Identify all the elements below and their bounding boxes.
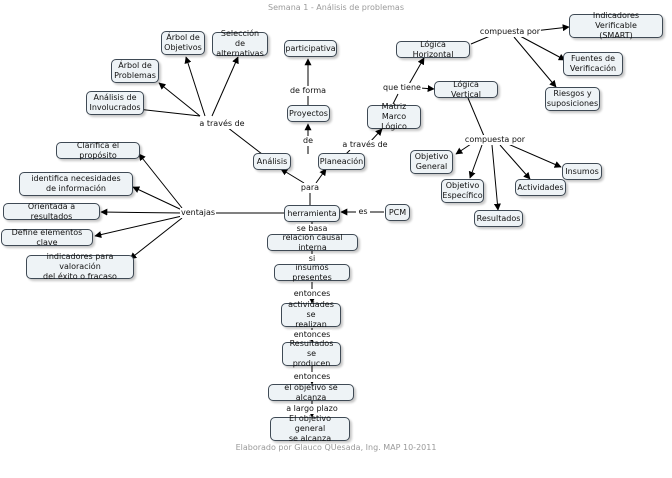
node-fuentes-verificacion[interactable]: Fuentes de Verificación (563, 52, 623, 76)
link-label-si: si (307, 254, 317, 264)
node-analisis-involucrados[interactable]: Análisis de Involucrados (86, 91, 144, 115)
link-label-se-basa: se basa (295, 224, 329, 234)
link-label-de: de (302, 136, 314, 146)
link-label-a-traves-de: a través de (198, 119, 246, 129)
node-objetivo-general-alcanza[interactable]: El objetivo general se alcanza (270, 414, 350, 443)
node-analisis[interactable]: Análisis (253, 153, 291, 170)
node-indicadores-verificable[interactable]: Indicadores Verificable (SMART) (569, 11, 663, 40)
node-actividades[interactable]: Actividades (515, 179, 566, 196)
node-herramienta[interactable]: herramienta (284, 205, 340, 222)
node-seleccion-alternativas[interactable]: Selección de alternativas (212, 29, 268, 58)
node-indicadores-valoracion[interactable]: indicadores para valoración del éxito o … (26, 252, 134, 281)
link-label-compuesta-por-vertical: compuesta por (463, 135, 527, 145)
node-planeacion[interactable]: Planeación (318, 153, 365, 170)
node-clarifica-proposito[interactable]: Clarifica el propósito (56, 141, 140, 160)
node-identifica-necesidades[interactable]: identifica necesidades de información (19, 172, 133, 196)
link-label-entonces-1: entonces (292, 289, 332, 299)
node-resultados-producen[interactable]: Resultados se producen (282, 339, 341, 368)
link-label-a-traves-de-matriz: a través de (341, 140, 389, 150)
node-logica-horizontal[interactable]: Lógica Horizontal (396, 40, 470, 59)
link-label-es: es (357, 207, 369, 217)
node-objetivo-alcanza[interactable]: el objetivo se alcanza (268, 383, 354, 402)
diagram-footer: Elaborado por Glauco QUesada, Ing. MAP 1… (235, 443, 437, 452)
link-label-que-tiene: que tiene (382, 83, 422, 93)
node-objetivo-general[interactable]: Objetivo General (410, 150, 453, 174)
link-label-para: para (299, 183, 321, 193)
node-objetivo-especifico[interactable]: Objetivo Específico (441, 179, 484, 203)
link-label-compuesta-por-horizontal: compuesta por (478, 27, 542, 37)
node-participativa[interactable]: participativa (284, 40, 337, 57)
node-relacion-causal[interactable]: relación causal interna (267, 233, 358, 252)
node-orientada-resultados[interactable]: Orientada a resultados (3, 202, 100, 221)
node-proyectos[interactable]: Proyectos (287, 105, 330, 122)
node-logica-vertical[interactable]: Lógica Vertical (434, 80, 498, 99)
node-define-elementos[interactable]: Define elementos clave (1, 228, 93, 247)
link-label-a-largo-plazo: a largo plazo (285, 404, 339, 414)
node-insumos[interactable]: Insumos (562, 163, 602, 180)
link-label-de-forma: de forma (288, 86, 328, 96)
diagram-title: Semana 1 - Análisis de problemas (268, 3, 404, 12)
node-resultados[interactable]: Resultados (474, 210, 523, 227)
node-insumos-presentes[interactable]: insumos presentes (274, 263, 350, 282)
node-arbol-problemas[interactable]: Árbol de Problemas (111, 59, 159, 83)
node-actividades-realizan[interactable]: actividades se realizan (281, 300, 341, 329)
node-arbol-objetivos[interactable]: Árbol de Objetivos (161, 31, 205, 55)
node-matriz-marco-logico[interactable]: Matriz Marco Lógico (367, 102, 421, 131)
link-label-ventajas: ventajas (179, 208, 217, 218)
link-label-entonces-2: entonces (292, 330, 332, 340)
link-label-entonces-3: entonces (292, 372, 332, 382)
node-riesgos-suposiciones[interactable]: Riesgos y suposiciones (545, 87, 600, 111)
node-pcm[interactable]: PCM (385, 204, 410, 221)
